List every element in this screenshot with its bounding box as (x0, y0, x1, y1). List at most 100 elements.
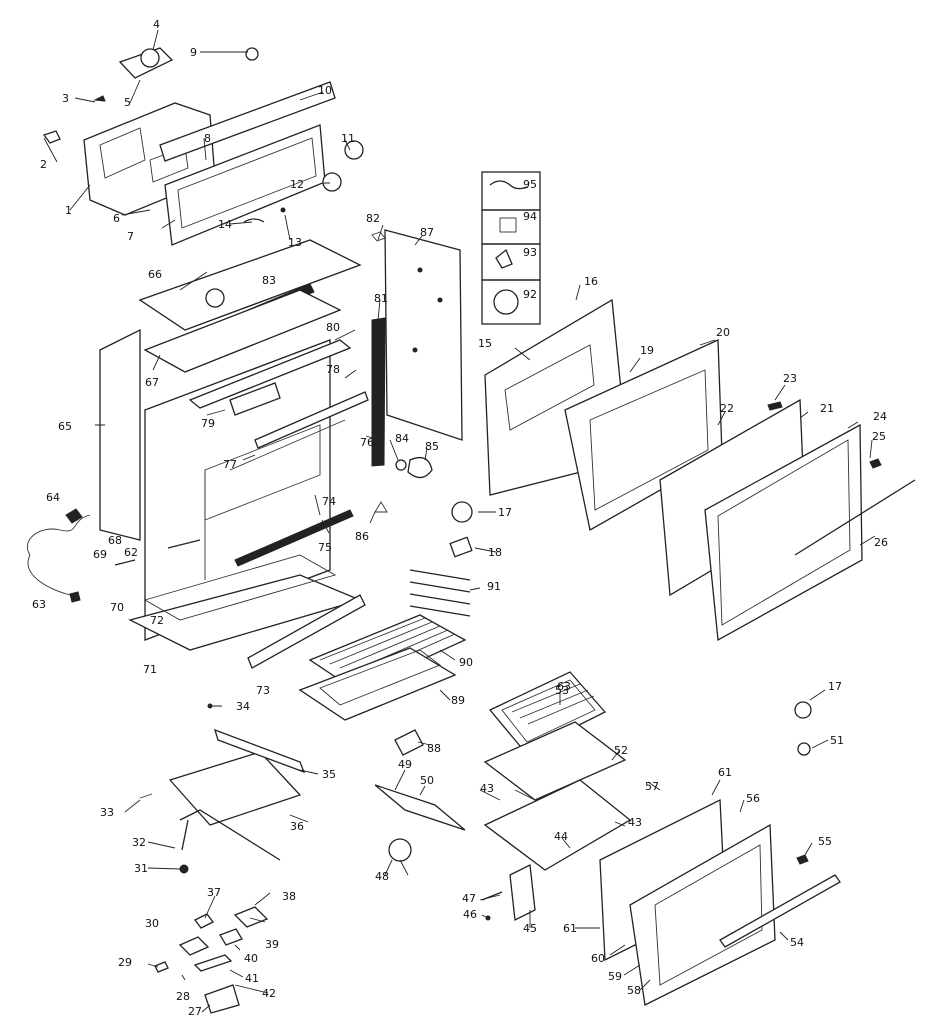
callout-labels: 1 2 3 4 5 6 7 8 9 10 11 12 13 14 15 16 1… (32, 18, 888, 1018)
leader-lines (43, 29, 876, 1013)
callout-label: 87 (420, 226, 434, 239)
callout-label: 18 (488, 546, 502, 559)
callout-label: 60 (591, 952, 605, 965)
rear-panel-assembly (371, 229, 463, 513)
callout-label: 40 (244, 952, 258, 965)
callout-label: 23 (783, 372, 797, 385)
callout-label: 78 (326, 363, 340, 376)
callout-label: 93 (523, 246, 537, 259)
callout-label: 61 (563, 922, 577, 935)
callout-label: 35 (322, 768, 336, 781)
callout-label: 66 (148, 268, 162, 281)
oven-door-assembly (449, 298, 916, 642)
callout-label: 70 (110, 601, 124, 614)
callout-label: 89 (451, 694, 465, 707)
callout-label: 46 (463, 908, 477, 921)
callout-label: 59 (608, 970, 622, 983)
callout-label: 77 (223, 458, 237, 471)
oven-racks (298, 569, 471, 756)
callout-label: 68 (108, 534, 122, 547)
callout-label: 38 (282, 890, 296, 903)
callout-label: 19 (640, 344, 654, 357)
callout-label: 29 (118, 956, 132, 969)
callout-label: 43 (480, 782, 494, 795)
callout-label: 63 (32, 598, 46, 611)
oven-body-assembly (27, 239, 369, 669)
callout-label: 76 (360, 436, 374, 449)
broiler-drawer-assembly (374, 671, 841, 1006)
callout-label: 10 (318, 84, 332, 97)
callout-label: 65 (58, 420, 72, 433)
callout-label: 33 (100, 806, 114, 819)
callout-label: 92 (523, 288, 537, 301)
callout-label: 13 (288, 236, 302, 249)
callout-label: 39 (265, 938, 279, 951)
burner-assembly (139, 703, 306, 1014)
callout-label: 45 (523, 922, 537, 935)
callout-label: 85 (425, 440, 439, 453)
callout-label: 90 (459, 656, 473, 669)
callout-label: 50 (420, 774, 434, 787)
callout-label: 17 (828, 680, 842, 693)
callout-label: 79 (201, 417, 215, 430)
callout-label: 83 (262, 274, 276, 287)
callout-label: 6 (113, 212, 120, 225)
callout-label: 27 (188, 1005, 202, 1018)
callout-label: 49 (398, 758, 412, 771)
clip-detail-box (481, 171, 541, 325)
callout-label: 42 (262, 987, 276, 1000)
callout-label: 37 (207, 886, 221, 899)
callout-label: 84 (395, 432, 409, 445)
callout-label: 88 (427, 742, 441, 755)
callout-label: 28 (176, 990, 190, 1003)
callout-label: 3 (62, 92, 69, 105)
callout-label: 24 (873, 410, 887, 423)
callout-label: 21 (820, 402, 834, 415)
callout-label: 69 (93, 548, 107, 561)
callout-label: 67 (145, 376, 159, 389)
callout-label: 12 (290, 178, 304, 191)
callout-label: 75 (318, 541, 332, 554)
callout-label: 71 (143, 663, 157, 676)
callout-label: 53 (555, 684, 569, 697)
callout-label: 62 (124, 546, 138, 559)
callout-label: 7 (127, 230, 134, 243)
callout-label: 81 (374, 292, 388, 305)
callout-label: 43 (628, 816, 642, 829)
callout-label: 16 (584, 275, 598, 288)
callout-label: 22 (720, 402, 734, 415)
callout-label: 8 (204, 132, 211, 145)
callout-label: 5 (124, 96, 131, 109)
callout-label: 34 (236, 700, 250, 713)
control-panel-assembly (42, 47, 364, 246)
callout-label: 47 (462, 892, 476, 905)
callout-label: 14 (218, 218, 232, 231)
callout-label: 32 (132, 836, 146, 849)
callout-label: 36 (290, 820, 304, 833)
callout-label: 58 (627, 984, 641, 997)
callout-label: 55 (818, 835, 832, 848)
callout-label: 63 (557, 680, 571, 693)
callout-label: 15 (478, 337, 492, 350)
callout-label: 61 (718, 766, 732, 779)
callout-label: 11 (341, 132, 355, 145)
callout-label: 4 (153, 18, 160, 31)
callout-label: 2 (40, 158, 47, 171)
callout-label: 26 (874, 536, 888, 549)
callout-label: 1 (65, 204, 72, 217)
callout-label: 9 (190, 46, 197, 59)
callout-label: 95 (523, 178, 537, 191)
callout-label: 86 (355, 530, 369, 543)
callout-label: 82 (366, 212, 380, 225)
callout-label: 72 (150, 614, 164, 627)
callout-label: 30 (145, 917, 159, 930)
callout-label: 57 (645, 780, 659, 793)
callout-label: 17 (498, 506, 512, 519)
callout-label: 31 (134, 862, 148, 875)
callout-label: 48 (375, 870, 389, 883)
callout-label: 20 (716, 326, 730, 339)
callout-label: 56 (746, 792, 760, 805)
callout-label: 52 (614, 744, 628, 757)
callout-label: 74 (322, 495, 336, 508)
